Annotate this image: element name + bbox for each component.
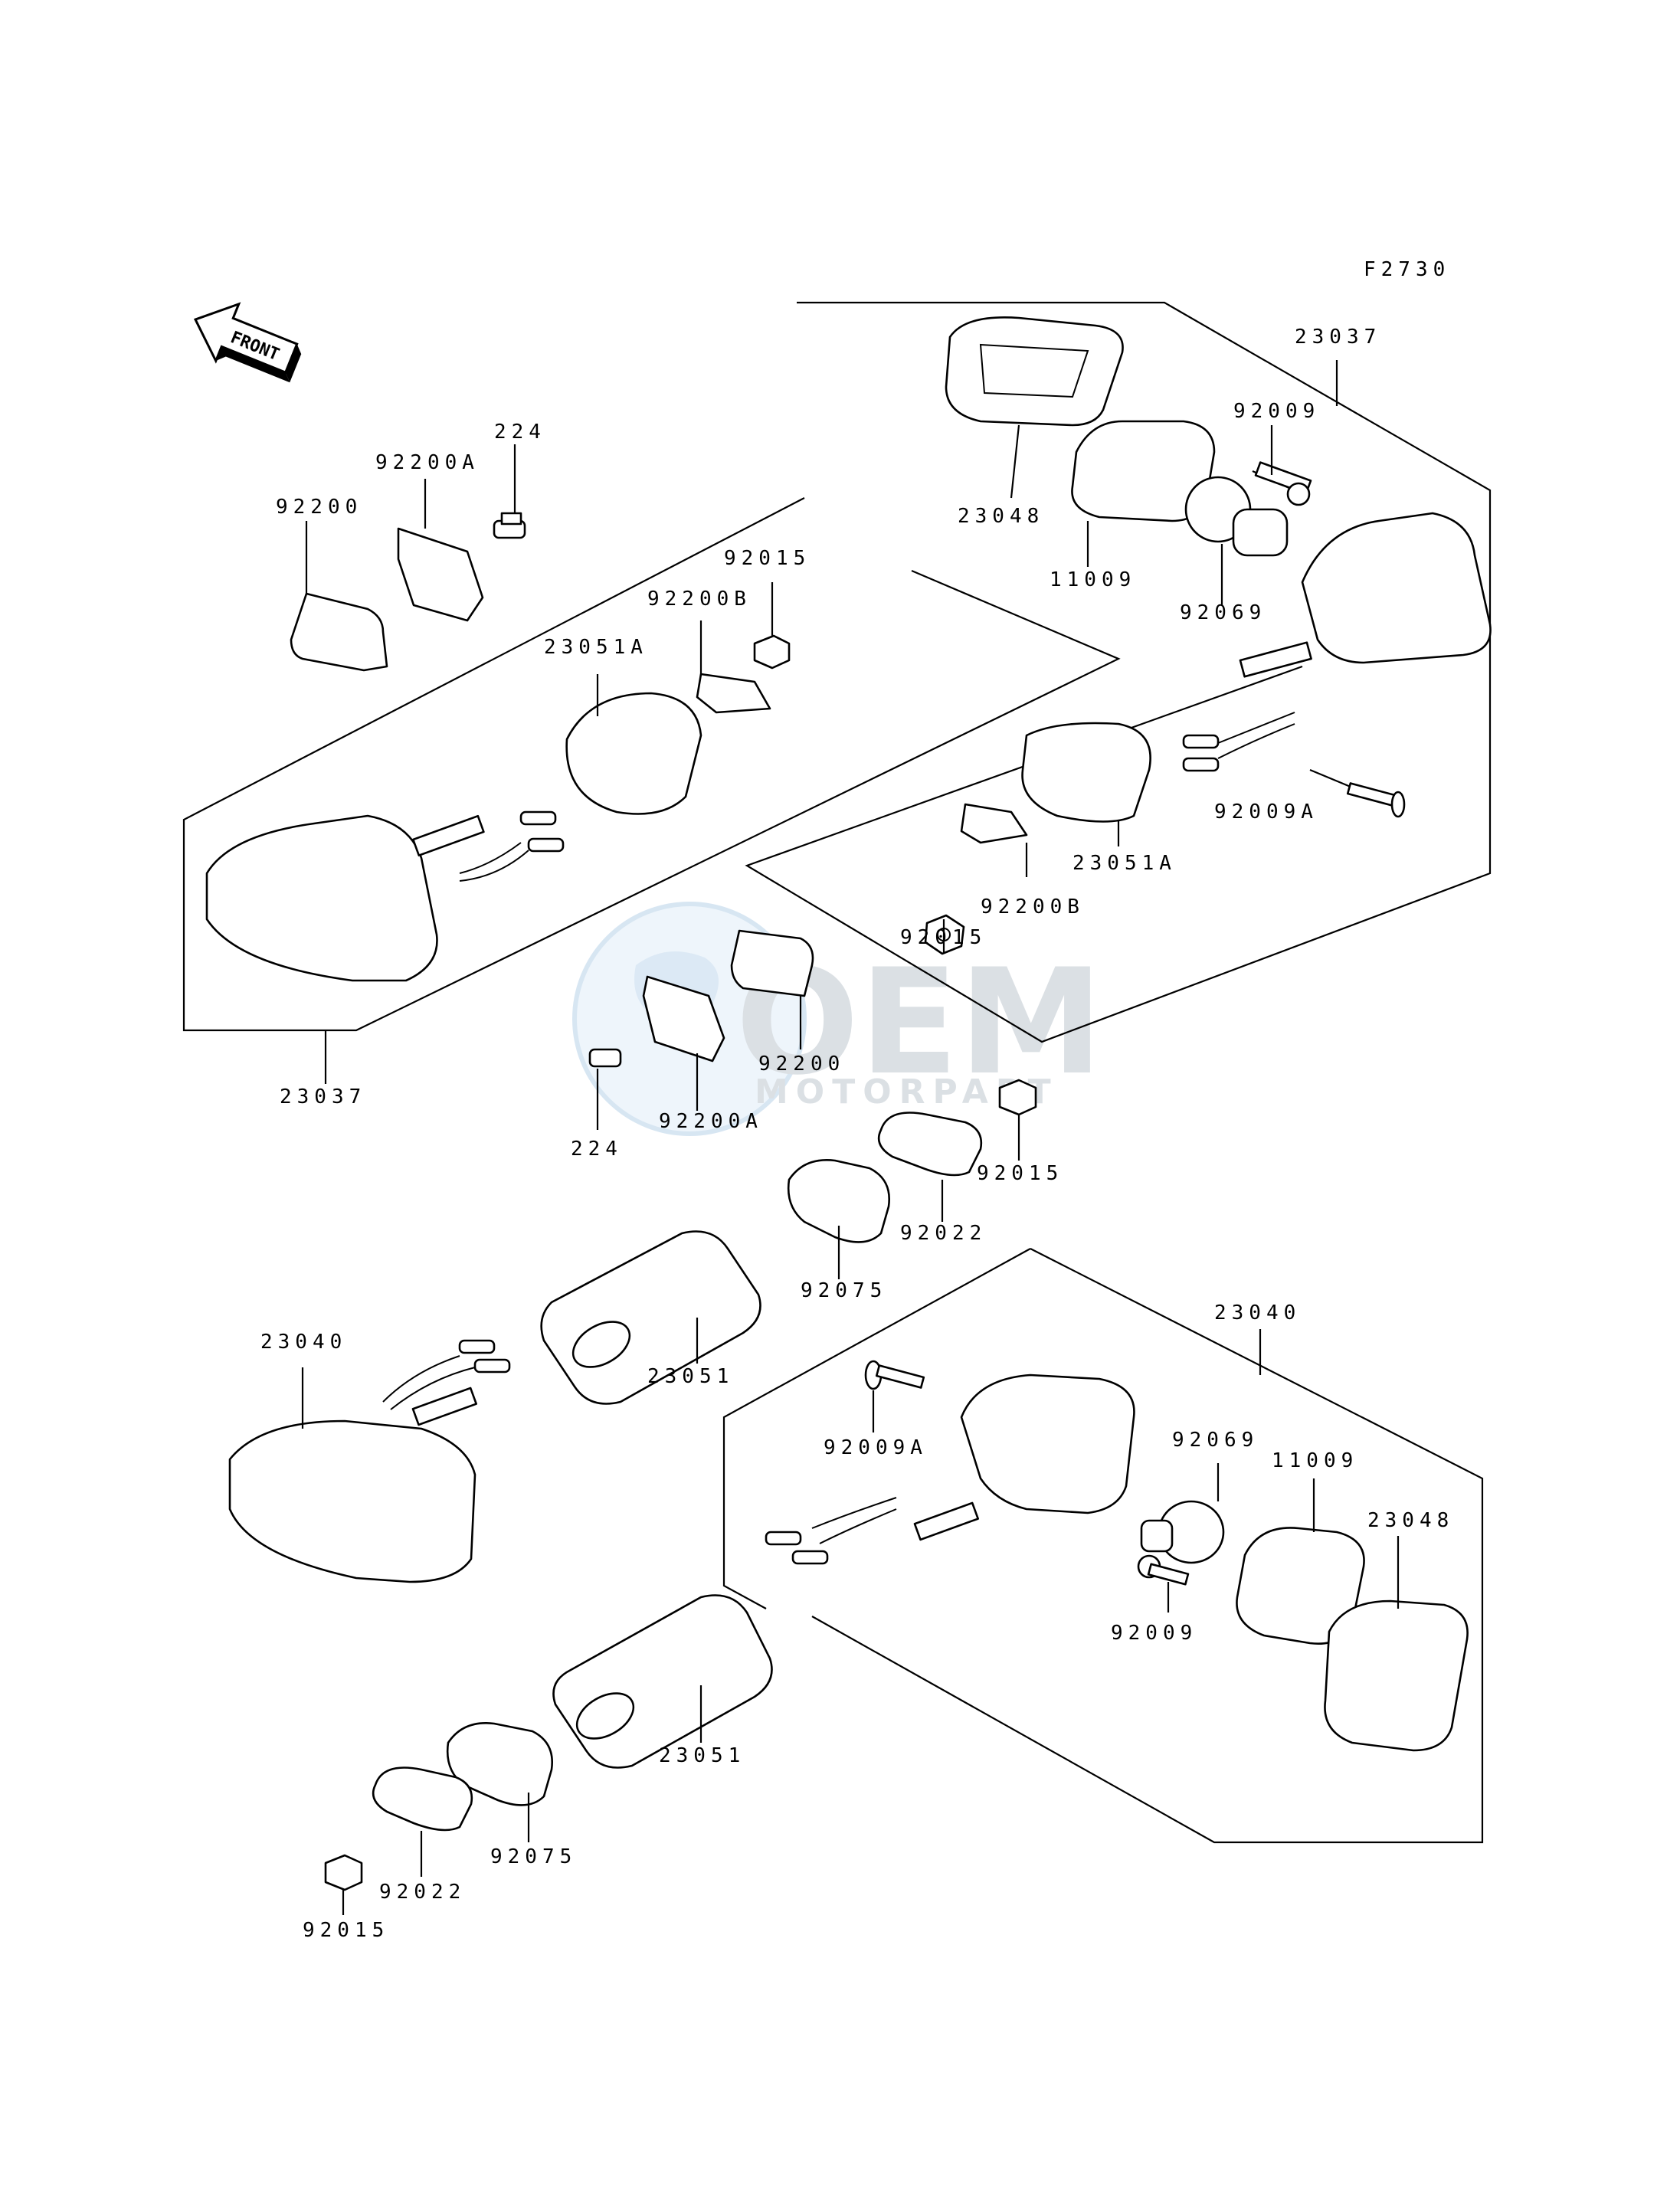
lamp-23040-left: [228, 1387, 477, 1583]
bulb-92069-bottom: [1140, 1500, 1225, 1564]
nut-92015-left: [753, 634, 791, 670]
tube-23051-center: [540, 1230, 761, 1405]
label-23048-bottom: 23048: [1367, 1509, 1454, 1532]
label-23037-right: 23037: [1295, 326, 1381, 349]
right-rear-assembly-outline: [745, 301, 1492, 1043]
label-92009A-top: 92009A: [1214, 801, 1318, 823]
label-92022-center: 92022: [900, 1222, 987, 1245]
grommet-23051A-left: [565, 692, 702, 815]
housing-23040-right: [913, 1374, 1135, 1541]
label-23051A-left: 23051A: [544, 636, 648, 659]
wire-leads-center: [382, 1339, 511, 1410]
gasket-11009-bottom: [1236, 1527, 1365, 1645]
label-92015-right: 92015: [900, 926, 987, 949]
wire-leads-left: [459, 810, 565, 882]
label-92009-bottom: 92009: [1111, 1622, 1197, 1645]
wire-leads-right: [1182, 712, 1295, 772]
bracket-92200A-left: [397, 527, 484, 622]
grommet-92075-center: [787, 1159, 890, 1243]
label-92009A-bottom: 92009A: [824, 1436, 928, 1459]
tube-23051-bottom: [552, 1594, 773, 1769]
label-23051A-right: 23051A: [1073, 852, 1177, 875]
wire-leads-bottom: [765, 1497, 897, 1565]
label-92075-center: 92075: [801, 1279, 887, 1302]
washer-92022-center: [877, 1112, 983, 1177]
label-23051-bottom: 23051: [659, 1744, 745, 1767]
leader-lines: [301, 360, 1400, 1915]
lens-23048-top: [945, 316, 1124, 427]
label-11009-top: 11009: [1050, 568, 1136, 591]
housing-23037-left: [205, 814, 485, 982]
bolt-224-center: [588, 1048, 622, 1068]
label-92200-center: 92200: [758, 1053, 845, 1076]
screw-92009A-bottom: [864, 1360, 925, 1390]
label-23040-right: 23040: [1214, 1302, 1301, 1324]
label-92200A-left: 92200A: [375, 451, 480, 474]
bolt-224-left: [493, 512, 526, 539]
label-92015-bottom: 92015: [303, 1919, 389, 1942]
label-23048-top: 23048: [958, 505, 1044, 528]
lens-23048-bottom: [1324, 1599, 1469, 1752]
plate-92200B-right: [960, 803, 1028, 844]
figure-code: F2730: [1364, 258, 1450, 281]
label-92015-center: 92015: [977, 1162, 1063, 1185]
screw-92009-bottom: [1137, 1554, 1190, 1586]
label-92069-top: 92069: [1180, 601, 1266, 624]
label-92075-bottom: 92075: [490, 1845, 577, 1868]
gasket-11009-top: [1071, 420, 1216, 522]
nut-92015-center: [998, 1079, 1037, 1116]
label-224-center: 224: [571, 1138, 623, 1161]
grommet-23051A-right: [1021, 722, 1151, 823]
housing-23037-right: [1239, 512, 1492, 678]
label-92200B-right: 92200B: [981, 895, 1085, 918]
plate-92200-center: [730, 929, 814, 997]
label-92022-bottom: 92022: [379, 1881, 466, 1904]
label-92009-top: 92009: [1233, 400, 1320, 423]
plate-92200B-left: [696, 673, 771, 714]
nut-92015-bottom: [324, 1854, 363, 1891]
right-front-assembly-outline: [811, 1248, 1484, 1844]
label-23051-center: 23051: [647, 1365, 734, 1388]
label-92015-left: 92015: [724, 547, 811, 570]
label-92069-bottom: 92069: [1172, 1429, 1259, 1452]
front-arrow-marker: FRONT: [193, 302, 302, 383]
plate-92200-left: [290, 592, 388, 672]
label-23037-left: 23037: [280, 1085, 366, 1108]
label-92200A-center: 92200A: [659, 1110, 763, 1133]
label-11009-bottom: 11009: [1272, 1449, 1358, 1472]
label-92200B-left: 92200B: [647, 588, 752, 611]
bulb-92069-top: [1184, 476, 1289, 557]
screw-92009A-top: [1309, 768, 1406, 818]
screw-92009-top: [1252, 461, 1312, 506]
label-224-left: 224: [494, 421, 546, 444]
washer-92022-bottom: [372, 1766, 473, 1832]
bracket-92200A-center: [642, 975, 725, 1062]
label-23040-left: 23040: [260, 1331, 347, 1354]
left-rear-assembly-outline: [182, 497, 1121, 1032]
right-front-assembly-outline-left: [722, 1248, 1031, 1609]
label-92200-left: 92200: [276, 496, 362, 519]
